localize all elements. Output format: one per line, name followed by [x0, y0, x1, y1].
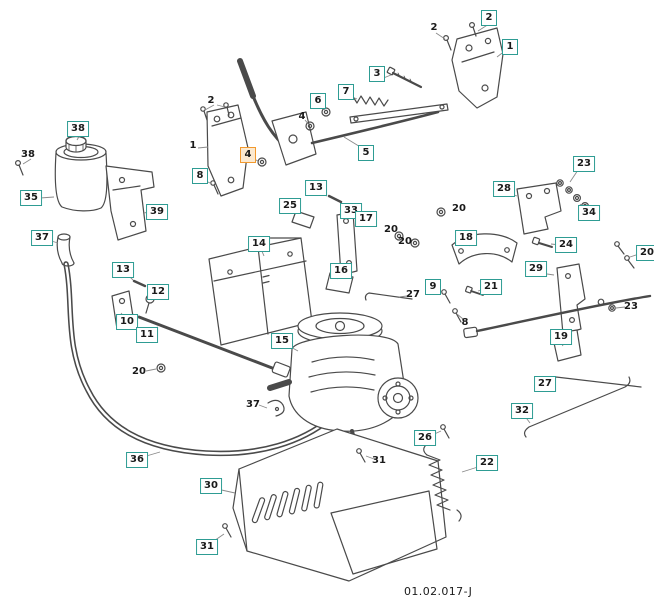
callout-37[interactable]: 37 — [246, 399, 260, 410]
top-right-bracket-part1 — [443, 22, 504, 109]
callout-2[interactable]: 2 — [481, 10, 497, 26]
callout-25[interactable]: 25 — [279, 198, 301, 214]
fuel-line-part36 — [63, 261, 333, 457]
callout-24[interactable]: 24 — [555, 237, 577, 253]
callout-34[interactable]: 34 — [578, 205, 600, 221]
callout-15[interactable]: 15 — [271, 333, 293, 349]
callout-31[interactable]: 31 — [372, 455, 386, 466]
brackets-part29-part19 — [551, 263, 586, 362]
callout-12[interactable]: 12 — [147, 284, 169, 300]
callout-31[interactable]: 31 — [196, 539, 218, 555]
bolts-26-31 — [222, 424, 450, 538]
guard-plate-part30 — [232, 428, 447, 582]
callout-36[interactable]: 36 — [126, 452, 148, 468]
callout-28[interactable]: 28 — [493, 181, 515, 197]
callout-37[interactable]: 37 — [31, 230, 53, 246]
washers-part20-middle — [394, 207, 446, 248]
bracket-part39 — [105, 165, 155, 241]
callout-20[interactable]: 20 — [132, 366, 146, 377]
callout-1[interactable]: 1 — [189, 140, 197, 151]
callout-19[interactable]: 19 — [550, 329, 572, 345]
hose-part37 — [56, 233, 75, 267]
callout-8[interactable]: 8 — [192, 168, 208, 184]
callout-22[interactable]: 22 — [476, 455, 498, 471]
callout-16[interactable]: 16 — [330, 263, 352, 279]
callout-32[interactable]: 32 — [511, 403, 533, 419]
control-lever-part5 — [237, 58, 449, 166]
long-control-rod-right — [463, 294, 652, 339]
callout-11[interactable]: 11 — [136, 327, 158, 343]
callout-18[interactable]: 18 — [455, 230, 477, 246]
bracket-part28-nuts-23-washers-34 — [516, 179, 589, 235]
line-art — [15, 22, 652, 582]
callout-10[interactable]: 10 — [116, 314, 138, 330]
mounting-panel-part14 — [208, 237, 313, 346]
callout-23[interactable]: 23 — [624, 301, 638, 312]
callout-39[interactable]: 39 — [146, 204, 168, 220]
washers-parts-6-4 — [305, 107, 331, 131]
callout-23[interactable]: 23 — [573, 156, 595, 172]
callout-30[interactable]: 30 — [200, 478, 222, 494]
callout-29[interactable]: 29 — [525, 261, 547, 277]
callout-3[interactable]: 3 — [369, 66, 385, 82]
callout-13[interactable]: 13 — [112, 262, 134, 278]
callout-20[interactable]: 20 — [452, 203, 466, 214]
transaxle-part15 — [267, 312, 419, 450]
callout-20[interactable]: 20 — [398, 236, 412, 247]
clamp-part37 — [267, 399, 285, 417]
callout-35[interactable]: 35 — [20, 190, 42, 206]
callout-5[interactable]: 5 — [358, 145, 374, 161]
callout-14[interactable]: 14 — [248, 236, 270, 252]
callout-6[interactable]: 6 — [310, 93, 326, 109]
bolt-part3 — [386, 66, 423, 89]
left-bracket-part1 — [200, 102, 267, 197]
drawing-number: 01.02.017-J — [404, 585, 473, 598]
callout-13[interactable]: 13 — [305, 180, 327, 196]
callout-7[interactable]: 7 — [338, 84, 354, 100]
callout-17[interactable]: 17 — [355, 211, 377, 227]
callout-27[interactable]: 27 — [406, 289, 420, 300]
spring-part7 — [351, 94, 389, 107]
callout-20[interactable]: 20 — [636, 245, 654, 261]
callout-4-highlighted[interactable]: 4 — [240, 147, 256, 163]
callout-1[interactable]: 1 — [502, 39, 518, 55]
callout-21[interactable]: 21 — [480, 279, 502, 295]
callout-4[interactable]: 4 — [298, 111, 306, 122]
callout-20[interactable]: 20 — [384, 224, 398, 235]
callout-8[interactable]: 8 — [461, 317, 469, 328]
callout-2[interactable]: 2 — [430, 22, 438, 33]
callout-38[interactable]: 38 — [21, 149, 35, 160]
callout-26[interactable]: 26 — [414, 430, 436, 446]
tank-part35-cap-part38 — [15, 135, 108, 212]
callout-9[interactable]: 9 — [425, 279, 441, 295]
callout-27[interactable]: 27 — [534, 376, 556, 392]
callout-2[interactable]: 2 — [207, 95, 215, 106]
callout-38[interactable]: 38 — [67, 121, 89, 137]
